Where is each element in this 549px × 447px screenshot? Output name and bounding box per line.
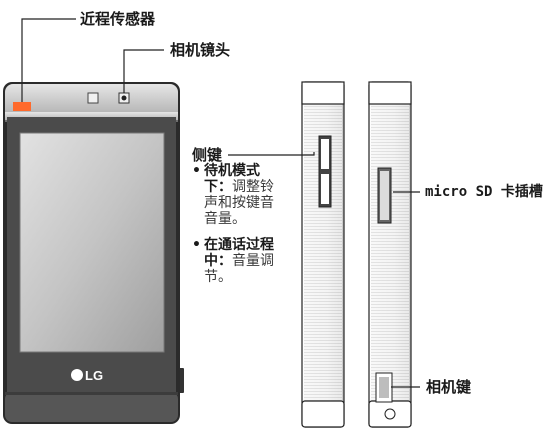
note-standby-title: 待机模式 [204, 163, 260, 179]
note-in-call-title: 在通话过程 [204, 237, 274, 253]
bullet: • [192, 163, 201, 179]
note-standby: • 待机模式 下：调整铃 声和按键音 音量。 [188, 163, 303, 253]
note-standby-text-3: 音量。 [204, 211, 246, 227]
front-button [87, 92, 99, 104]
note-standby-text-1: 调整铃 [232, 179, 274, 195]
camera-key-label: 相机键 [426, 378, 472, 396]
lg-logo-icon [71, 369, 83, 381]
note-in-call-text-2: 节。 [204, 269, 232, 285]
camera-lens-dot [121, 95, 127, 101]
strap-hole-icon [384, 408, 396, 420]
phone-side-view-left [301, 81, 345, 428]
side-key-notes: • 待机模式 下：调整铃 声和按键音 音量。 • 在通话过程 中：音量调 节。 [188, 163, 303, 313]
side-key-label: 侧键 [192, 146, 223, 164]
phone-front-view [3, 82, 184, 424]
side-key-up [321, 139, 329, 169]
note-in-call-title-end: 中： [204, 253, 232, 269]
note-standby-text-2: 声和按键音 [204, 195, 274, 211]
note-standby-title-end: 下： [204, 179, 232, 195]
proximity-sensor [13, 102, 31, 111]
microsd-slot-label: micro SD 卡插槽 [425, 184, 543, 200]
bullet: • [192, 237, 201, 253]
proximity-sensor-label: 近程传感器 [80, 10, 156, 28]
callout-lines [21, 18, 420, 388]
camera-lens-label: 相机镜头 [170, 41, 231, 59]
lg-logo-text: LG [85, 368, 103, 383]
note-in-call-text-1: 音量调 [232, 253, 274, 269]
side-key-down [321, 174, 329, 204]
note-in-call: • 在通话过程 中：音量调 节。 [188, 237, 303, 313]
